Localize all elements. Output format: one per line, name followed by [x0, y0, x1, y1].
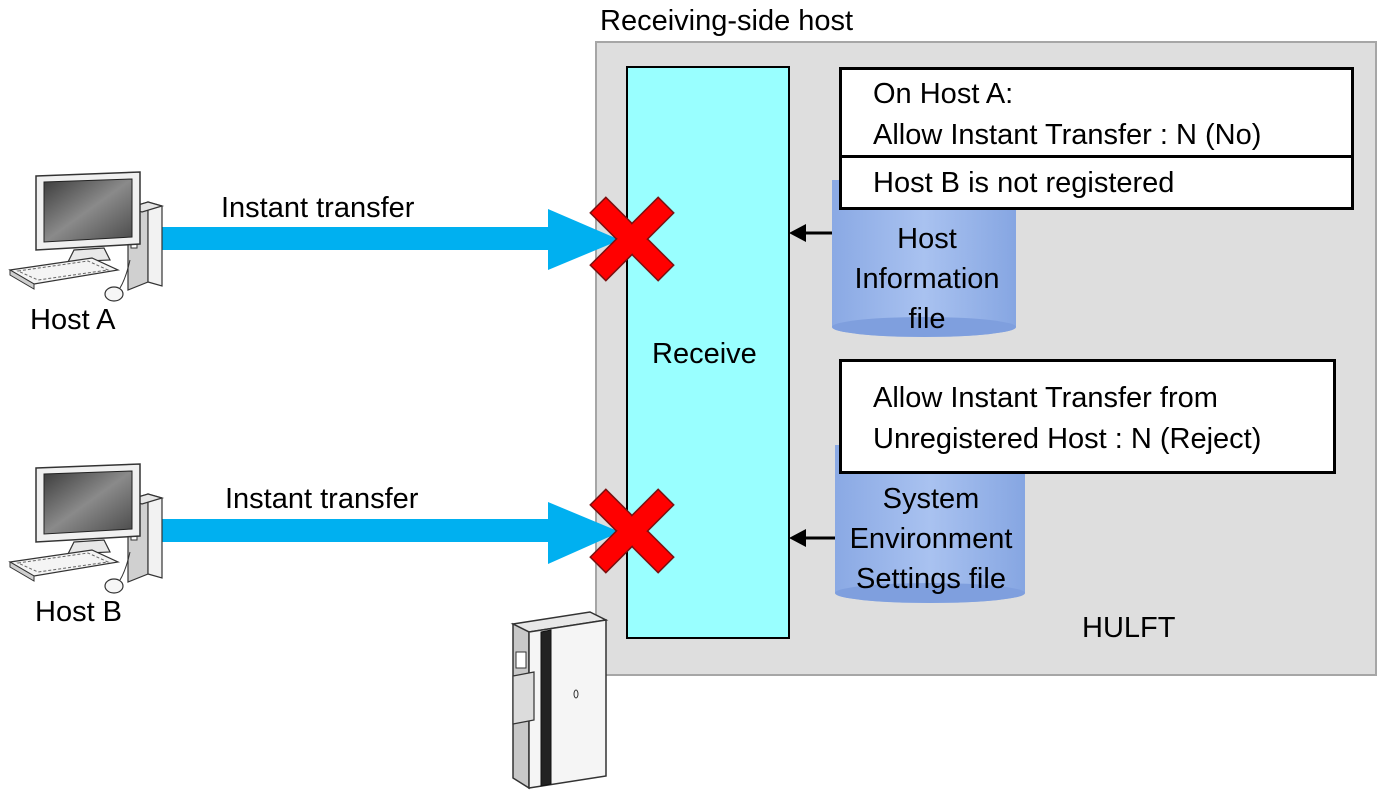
system-environment-settings-db — [835, 445, 1025, 603]
host-info-line1: Host — [897, 223, 957, 255]
host-a-setting-note: On Host A: Allow Instant Transfer : N (N… — [839, 67, 1354, 158]
host-a-transfer-arrow — [160, 209, 620, 270]
host-a-reject-x-icon — [589, 196, 675, 282]
host-a-note-line2: Allow Instant Transfer : N (No) — [873, 119, 1262, 151]
sys-env-line1: System — [882, 483, 980, 515]
host-b-computer-icon — [8, 463, 165, 594]
server-icon — [510, 611, 609, 790]
hulft-label: HULFT — [1082, 612, 1176, 644]
unregistered-host-setting-note: Allow Instant Transfer from Unregistered… — [839, 359, 1336, 474]
host-a-computer-icon — [8, 171, 165, 302]
host-information-file-label: Host Information file — [832, 219, 1022, 339]
sys-env-line3: Settings file — [856, 563, 1006, 595]
receive-label: Receive — [652, 338, 757, 370]
host-b-reject-x-icon — [589, 488, 675, 574]
host-b-note-line: Host B is not registered — [873, 167, 1175, 199]
sys-env-lookup-arrow — [789, 529, 835, 547]
host-b-transfer-label: Instant transfer — [225, 483, 419, 515]
host-a-note-line1: On Host A: — [873, 78, 1014, 110]
host-info-line2: Information — [854, 263, 1000, 295]
host-b-label: Host B — [35, 596, 123, 628]
host-b-unregistered-note: Host B is not registered — [839, 155, 1354, 210]
host-a-label: Host A — [30, 304, 116, 336]
sys-env-line2: Environment — [849, 523, 1013, 555]
host-information-file-db — [832, 180, 1016, 337]
system-environment-settings-label: System Environment Settings file — [834, 479, 1028, 599]
host-info-line3: file — [908, 303, 946, 335]
host-b-transfer-arrow — [160, 502, 620, 564]
receiving-host-title: Receiving-side host — [600, 5, 854, 37]
host-a-transfer-label: Instant transfer — [221, 192, 415, 224]
sys-env-note-line1: Allow Instant Transfer from — [873, 382, 1218, 414]
host-info-lookup-arrow — [789, 224, 832, 242]
sys-env-note-line2: Unregistered Host : N (Reject) — [873, 423, 1262, 455]
